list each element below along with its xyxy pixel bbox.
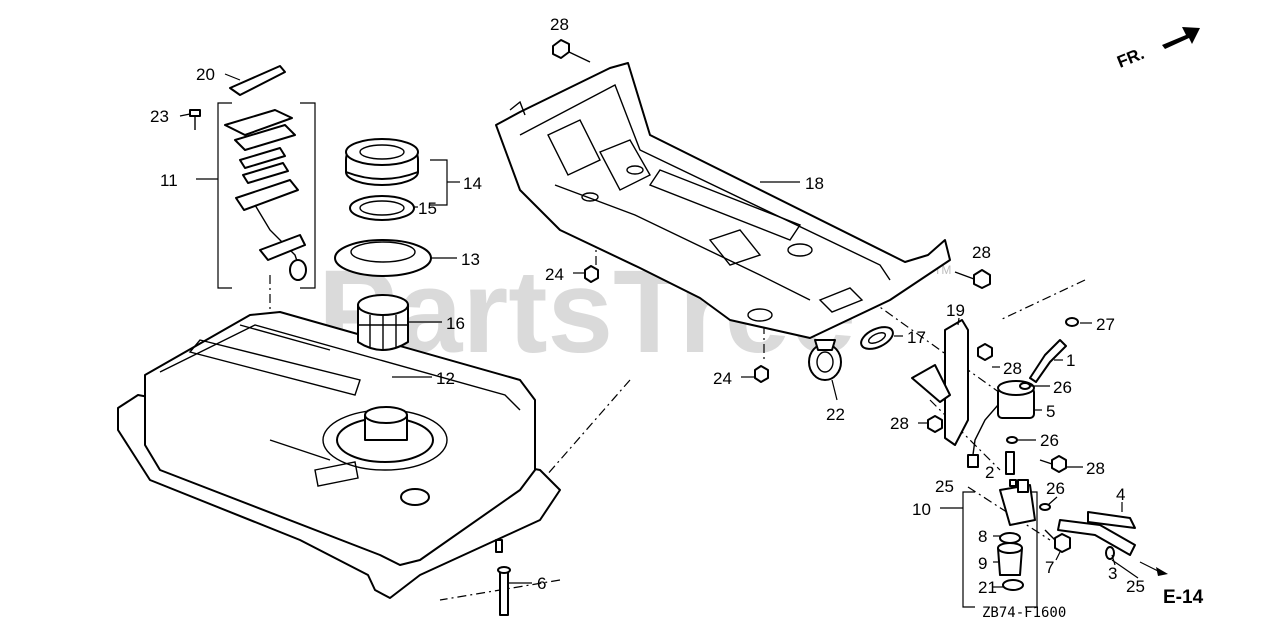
callout-2: 2 xyxy=(985,463,994,482)
clip-26-lower xyxy=(1039,503,1051,511)
bracket-19 xyxy=(911,319,969,446)
callout-13: 13 xyxy=(461,250,480,269)
callout-25-upper: 25 xyxy=(935,477,954,496)
front-label: FR. xyxy=(1114,44,1147,72)
cap-gasket-15 xyxy=(349,195,415,221)
callout-24-upper: 24 xyxy=(545,265,564,284)
section-code: E-14 xyxy=(1163,587,1204,608)
callout-28-right: 28 xyxy=(972,243,991,262)
bolt-28-mid xyxy=(977,343,993,361)
bolt-28-top xyxy=(552,39,591,63)
callout-24-lower: 24 xyxy=(713,369,732,388)
nut-24-lower xyxy=(754,365,769,383)
bolt-28-lower-right xyxy=(1039,455,1067,473)
callout-6: 6 xyxy=(537,574,546,593)
front-arrow-icon xyxy=(1162,27,1200,49)
fuel-tank xyxy=(117,311,561,599)
callout-18: 18 xyxy=(805,174,824,193)
pin-6 xyxy=(497,566,511,616)
callout-11: 11 xyxy=(160,171,178,190)
callout-14: 14 xyxy=(463,174,482,193)
nut-24-upper xyxy=(584,265,599,283)
hose-1 xyxy=(1029,339,1067,383)
front-direction-indicator: FR. xyxy=(1114,27,1200,72)
hose-4 xyxy=(1087,511,1136,529)
callout-28-lower-right: 28 xyxy=(1086,459,1105,478)
clip-25-upper xyxy=(1009,479,1017,487)
clip-26-mid xyxy=(1006,436,1018,444)
callout-27: 27 xyxy=(1096,315,1115,334)
callout-4: 4 xyxy=(1116,485,1125,504)
bolt-28-right xyxy=(954,269,991,289)
callout-17: 17 xyxy=(907,328,926,347)
clip-27 xyxy=(1065,317,1079,327)
gasket-20 xyxy=(229,65,286,96)
bolt-21 xyxy=(1044,529,1071,553)
callouts: 28 20 23 11 14 15 13 16 12 18 24 24 22 1… xyxy=(150,15,1145,597)
strainer-16 xyxy=(357,294,409,351)
bolt-28-lower-left xyxy=(927,415,943,433)
callout-26-upper: 26 xyxy=(1053,378,1072,397)
callout-15: 15 xyxy=(418,199,437,218)
fuel-valve-10 xyxy=(997,479,1036,591)
callout-20: 20 xyxy=(196,65,215,84)
callout-23: 23 xyxy=(150,107,169,126)
callout-5: 5 xyxy=(1046,402,1055,421)
callout-1: 1 xyxy=(1066,351,1075,370)
clip-26-upper xyxy=(1019,382,1031,390)
screw-23 xyxy=(189,109,201,130)
callout-3: 3 xyxy=(1108,564,1117,583)
callout-7: 21 xyxy=(978,578,997,597)
callout-26-lower: 26 xyxy=(1046,479,1065,498)
fuel-pump-5 xyxy=(967,380,1035,468)
fuel-cap xyxy=(345,138,419,186)
callout-10: 10 xyxy=(912,500,931,519)
callout-26-mid: 26 xyxy=(1040,431,1059,450)
callout-28-top: 28 xyxy=(550,15,569,34)
callout-8: 8 xyxy=(978,527,987,546)
callout-28-lower-left: 28 xyxy=(890,414,909,433)
callout-19: 19 xyxy=(946,301,965,320)
tube-2 xyxy=(1005,451,1015,475)
callout-16: 16 xyxy=(446,314,465,333)
tank-guard-plate xyxy=(495,62,951,339)
flow-arrow-icon xyxy=(1156,567,1168,576)
fuel-gauge-assembly xyxy=(224,109,307,281)
filler-neck-ring-13 xyxy=(334,239,432,277)
clamp-22 xyxy=(808,339,842,381)
leader-lines xyxy=(179,73,1139,588)
callout-21: 7 xyxy=(1045,558,1054,577)
callout-22: 22 xyxy=(826,405,845,424)
callout-25-lower: 25 xyxy=(1126,577,1145,596)
callout-28-mid: 28 xyxy=(1003,359,1022,378)
group-brackets xyxy=(196,102,1038,608)
diagram-code: ZB74-F1600 xyxy=(982,605,1066,621)
callout-12: 12 xyxy=(436,369,455,388)
hose-3 xyxy=(1057,519,1136,556)
grommet-17 xyxy=(860,326,894,350)
callout-9: 9 xyxy=(978,554,987,573)
